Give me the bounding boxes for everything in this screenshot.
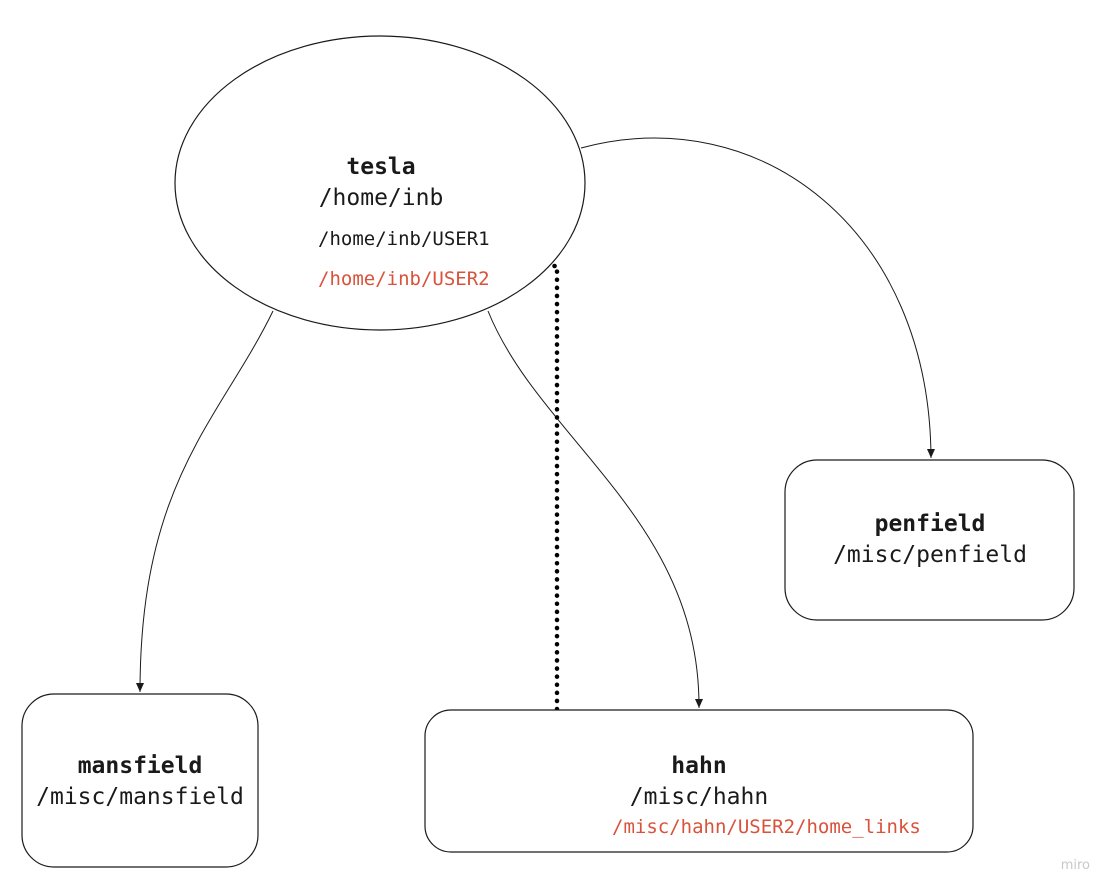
node-hahn: hahn /misc/hahn /misc/hahn/USER2/home_li… — [424, 709, 974, 853]
edge-penfield-arrowhead — [927, 449, 935, 458]
penfield-path: /misc/penfield — [833, 542, 1027, 568]
tesla-ellipse — [174, 35, 586, 331]
hahn-title: hahn — [671, 753, 726, 779]
mansfield-title: mansfield — [78, 753, 203, 779]
mansfield-box — [21, 693, 259, 868]
node-mansfield: mansfield /misc/mansfield — [21, 693, 259, 868]
edge-hahn-arrowhead — [695, 699, 703, 708]
penfield-title: penfield — [875, 511, 986, 537]
node-tesla: tesla /home/inb /home/inb/USER1 /home/in… — [174, 35, 586, 331]
tesla-user2-path: /home/inb/USER2 — [318, 268, 490, 290]
hahn-link-path: /misc/hahn/USER2/home_links — [612, 816, 921, 838]
edge-tesla-mansfield — [139, 310, 274, 693]
tesla-title: tesla — [346, 154, 415, 180]
miro-watermark: miro — [1061, 858, 1090, 873]
mansfield-path: /misc/mansfield — [36, 784, 244, 810]
hahn-path: /misc/hahn — [630, 784, 768, 810]
penfield-box — [784, 459, 1075, 621]
node-penfield: penfield /misc/penfield — [784, 459, 1075, 621]
edge-tesla-hahn — [487, 310, 700, 709]
edge-mansfield-arrowhead — [136, 683, 144, 692]
tesla-user1-path: /home/inb/USER1 — [318, 228, 490, 250]
edge-tesla-penfield — [580, 137, 932, 459]
tesla-path: /home/inb — [319, 185, 444, 211]
hahn-box — [424, 709, 974, 853]
